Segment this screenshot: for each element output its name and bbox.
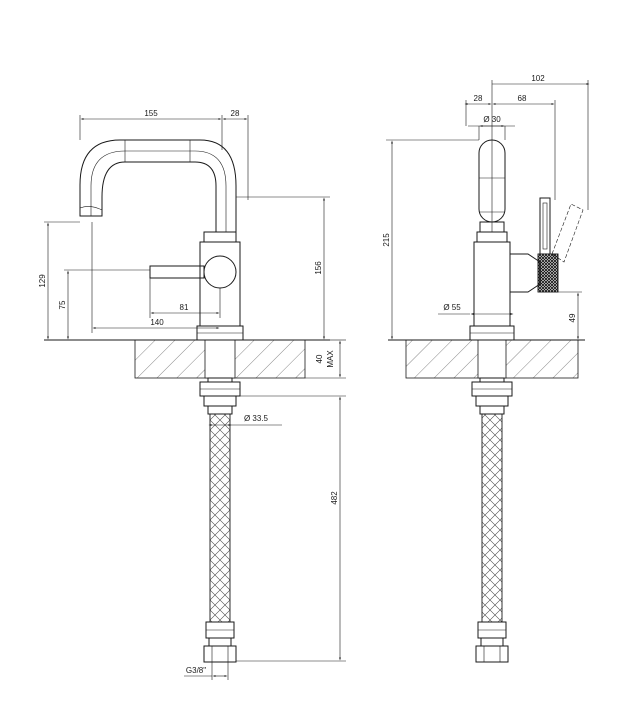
dim-hose-length: 482 (330, 491, 339, 505)
front-lever (149, 265, 205, 279)
front-deck-hole (204, 339, 236, 379)
dim-spout-reach: 155 (144, 109, 158, 118)
dim-spout-top-width: 28 (231, 109, 240, 118)
side-lever-rotated (551, 203, 584, 263)
side-lever (539, 197, 551, 255)
front-handle-knob (203, 255, 237, 289)
dim-outlet-height: 129 (38, 274, 47, 288)
dim-base-to-outlet: 140 (150, 318, 164, 327)
front-body-cap (203, 231, 237, 243)
front-flex-hose (209, 413, 231, 623)
dim-overall-height: 215 (382, 233, 391, 247)
dim-base-diameter: Ø 55 (443, 303, 461, 312)
dim-body-depth: 28 (474, 94, 483, 103)
side-body (473, 241, 511, 327)
dim-lever-reach: 68 (518, 94, 527, 103)
dim-connection: G3/8" (186, 666, 206, 675)
dim-lever-height: 75 (58, 300, 67, 309)
dim-deck-thickness: 40 (315, 354, 324, 363)
front-spout (79, 139, 237, 232)
dim-shank-diameter: Ø 33.5 (244, 414, 269, 423)
dim-deck-max-label: MAX (326, 350, 335, 368)
side-knurled-knob (537, 253, 559, 293)
dim-overall-depth: 102 (531, 74, 545, 83)
dim-spout-height: 156 (314, 261, 323, 275)
dim-side-lever-height: 49 (568, 313, 577, 322)
side-view: 102 28 68 Ø 30 215 Ø 55 49 (382, 74, 590, 663)
front-view: 155 28 156 129 75 81 140 40 MAX Ø 33. (38, 109, 346, 680)
dim-lever-length: 81 (180, 303, 189, 312)
side-flex-hose (481, 413, 503, 623)
front-connector-nut (203, 645, 237, 663)
dim-spout-diameter: Ø 30 (483, 115, 501, 124)
